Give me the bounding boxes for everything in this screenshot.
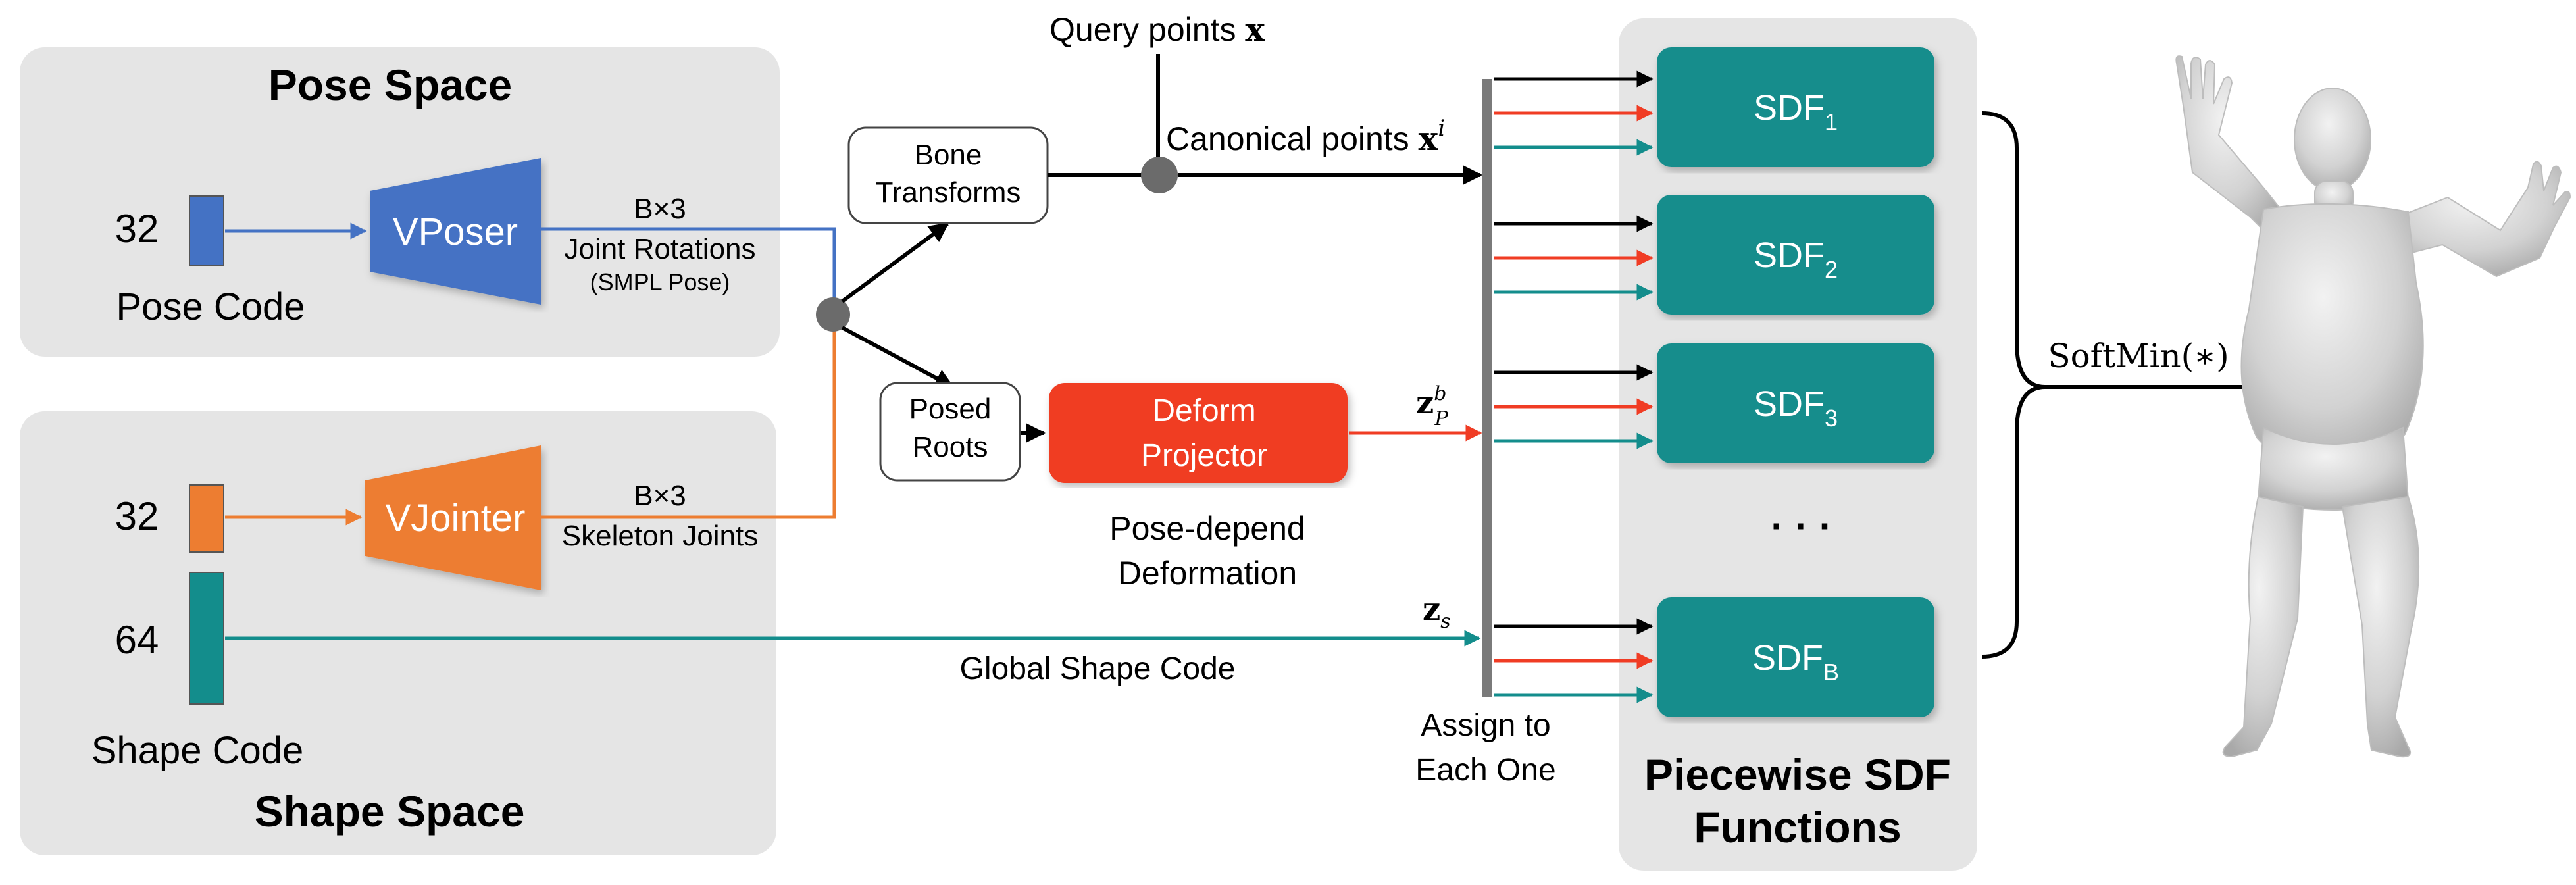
shape-space-title: Shape Space — [255, 787, 525, 836]
shape-code-label: Shape Code — [91, 729, 303, 772]
vjointer-label: VJointer — [386, 497, 526, 540]
global-shape-code-label: Global Shape Code — [960, 651, 1236, 686]
sdf-panel-title-line1: Piecewise SDF — [1644, 750, 1951, 799]
vposer-label: VPoser — [393, 211, 518, 253]
human-mesh-render — [2175, 55, 2571, 758]
posed-roots-line1: Posed — [909, 393, 992, 425]
junction-to-bone-arrow — [841, 222, 949, 303]
sdf-panel-title-line2: Functions — [1694, 803, 1901, 851]
shape-output-label: Skeleton Joints — [562, 520, 758, 552]
sdf1-block[interactable] — [1657, 47, 1934, 167]
z-shape-label: zs — [1423, 591, 1451, 633]
pose-deform-line2: Deformation — [1118, 555, 1297, 592]
pose-deform-line1: Pose-depend — [1109, 510, 1305, 547]
query-junction — [1141, 157, 1178, 193]
sdf3-label: SDF3 — [1754, 384, 1838, 432]
bone-transforms-line1: Bone — [915, 139, 982, 171]
assign-line1: Assign to — [1421, 708, 1550, 743]
sdf2-label: SDF2 — [1754, 236, 1838, 283]
pose-code-block — [189, 195, 224, 266]
pose-output-note: (SMPL Pose) — [590, 268, 730, 295]
junction-to-roots-arrow — [841, 326, 955, 389]
vjointer-encoder — [365, 445, 541, 590]
bone-transforms-line2: Transforms — [876, 176, 1021, 209]
pose-space-title: Pose Space — [268, 61, 513, 109]
vposer-encoder — [370, 158, 541, 305]
shape-code-dim: 64 — [115, 618, 159, 662]
assign-line2: Each One — [1415, 753, 1555, 788]
shape-output-dim: B×3 — [634, 480, 686, 512]
deform-projector-line2: Projector — [1141, 438, 1267, 473]
sdf-ellipsis: · · · — [1771, 504, 1832, 548]
shape-code-block — [189, 572, 224, 705]
pose-output-dim: B×3 — [634, 193, 686, 225]
deform-projector-box[interactable] — [1049, 383, 1348, 483]
sdf3-block[interactable] — [1657, 343, 1934, 463]
pose-code-dim: 32 — [115, 207, 159, 251]
assignment-bus — [1482, 79, 1492, 697]
deform-projector-line1: Deform — [1152, 393, 1255, 428]
pose-output-line — [541, 227, 836, 309]
canonical-points-label: Canonical points xi — [1166, 115, 1445, 158]
sdf1-label: SDF1 — [1754, 88, 1838, 136]
posed-roots-line2: Roots — [913, 431, 988, 463]
joint-code-dim: 32 — [115, 494, 159, 538]
joint-code-block — [189, 484, 224, 553]
pose-code-label: Pose Code — [116, 286, 305, 328]
sdfb-block[interactable] — [1657, 597, 1934, 717]
sdfb-label: SDFB — [1752, 638, 1839, 686]
shape-output-line — [541, 322, 836, 519]
sdf2-block[interactable] — [1657, 195, 1934, 315]
sdf-function-group: SDF1 SDF2 SDF3 · · · SDFB — [1494, 47, 1934, 717]
query-points-label: Query points x — [1049, 10, 1265, 49]
pose-shape-junction — [816, 297, 850, 332]
softmin-label: SoftMin(∗) — [2048, 337, 2229, 375]
posed-roots-box — [879, 382, 1021, 482]
softmin-brace — [1981, 111, 2046, 659]
pose-output-label: Joint Rotations — [564, 233, 755, 265]
